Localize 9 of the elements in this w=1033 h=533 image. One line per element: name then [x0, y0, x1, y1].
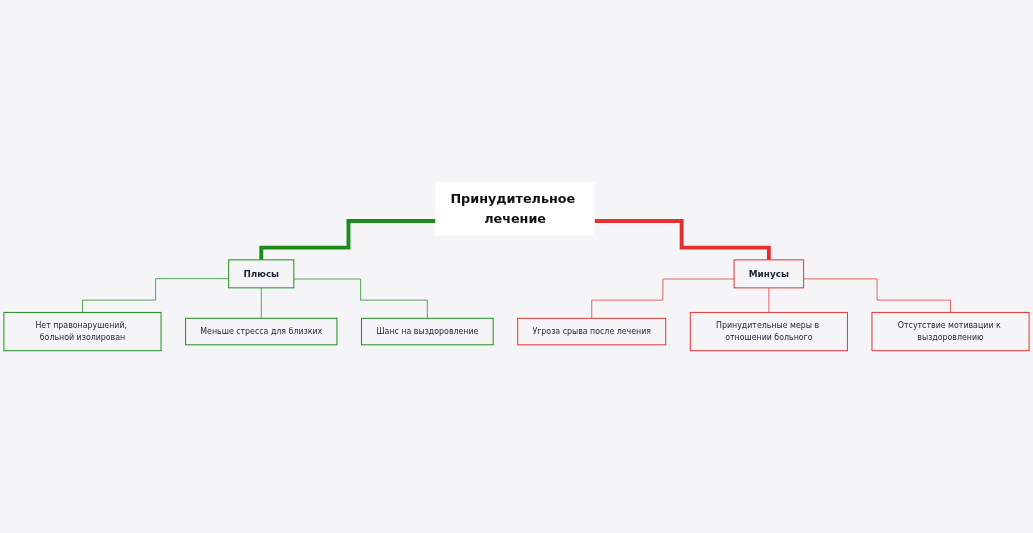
connector [591, 278, 735, 319]
node-box: Принудительное лечение [435, 182, 595, 236]
node-box: Минусы [733, 259, 805, 289]
connector [293, 278, 428, 319]
connector [768, 287, 770, 313]
connector [82, 278, 230, 313]
connector [803, 278, 951, 313]
node-box: Плюсы [228, 259, 295, 289]
connector [260, 287, 262, 319]
